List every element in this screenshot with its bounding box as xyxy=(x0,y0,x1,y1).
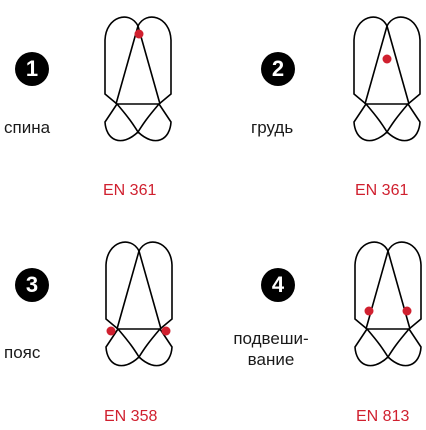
attachment-label: подвеши- вание xyxy=(233,329,309,369)
standard-code: EN 361 xyxy=(355,182,409,199)
attachment-label: грудь xyxy=(251,118,294,137)
harness-diagram-icon xyxy=(105,241,173,367)
panel-chest: 2 грудь EN 361 xyxy=(213,0,426,215)
attachment-point xyxy=(382,54,392,64)
standard-code: EN 361 xyxy=(103,182,157,199)
number-badge: 1 xyxy=(15,52,49,86)
number-badge: 3 xyxy=(15,268,49,302)
attachment-label: спина xyxy=(4,118,51,137)
number-badge: 2 xyxy=(261,52,295,86)
attachment-point xyxy=(402,306,412,316)
attachment-point xyxy=(134,29,144,39)
harness-diagram-icon xyxy=(353,16,421,142)
number-badge: 4 xyxy=(261,268,295,302)
attachment-label: пояс xyxy=(4,343,41,362)
attachment-point xyxy=(106,326,116,336)
panel-suspension: 4 подвеши- вание EN 813 xyxy=(213,215,426,430)
attachment-point xyxy=(161,326,171,336)
attachment-point xyxy=(364,306,374,316)
panel-back: 1 спина EN 361 xyxy=(0,0,213,215)
standard-code: EN 358 xyxy=(104,408,158,425)
panel-waist: 3 пояс EN 358 xyxy=(0,215,213,430)
harness-diagram-icon xyxy=(354,241,422,367)
harness-diagram-icon xyxy=(104,16,172,142)
standard-code: EN 813 xyxy=(356,408,410,425)
